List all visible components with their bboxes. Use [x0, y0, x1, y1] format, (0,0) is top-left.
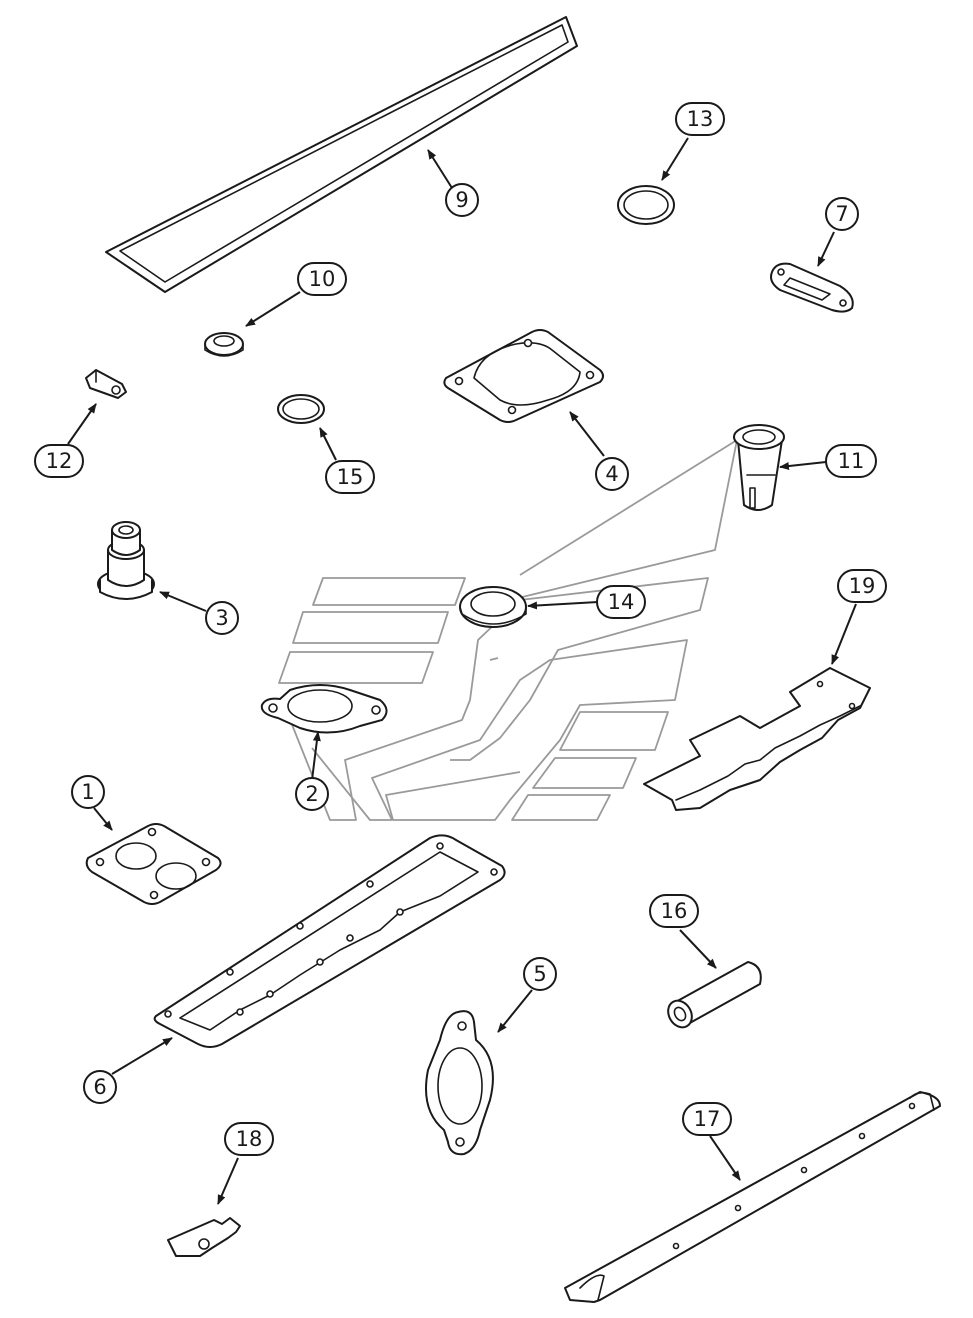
part-19-stepped-gasket: [643, 667, 871, 811]
callout-3: 3: [205, 601, 239, 635]
part-1-two-hole-gasket: [85, 823, 222, 905]
svg-text:9: 9: [455, 188, 468, 212]
svg-text:10: 10: [309, 267, 336, 291]
part-14-round-seal: [459, 586, 527, 628]
svg-text:3: 3: [215, 606, 228, 630]
callout-6: 6: [83, 1070, 117, 1104]
svg-text:15: 15: [337, 465, 364, 489]
part-18-clip: [167, 1217, 241, 1257]
svg-text:11: 11: [838, 449, 865, 473]
part-13-o-ring: [617, 185, 675, 225]
svg-text:6: 6: [93, 1075, 106, 1099]
callout-11: 11: [825, 444, 877, 478]
callout-9: 9: [445, 183, 479, 217]
svg-text:2: 2: [305, 782, 318, 806]
svg-text:16: 16: [661, 899, 688, 923]
part-10-washer: [204, 332, 244, 357]
svg-text:14: 14: [608, 590, 635, 614]
svg-text:4: 4: [605, 462, 618, 486]
callout-19: 19: [837, 569, 887, 603]
svg-text:19: 19: [849, 574, 876, 598]
callout-7: 7: [825, 197, 859, 231]
svg-text:18: 18: [236, 1127, 263, 1151]
part-16-dowel-pin: [667, 961, 762, 1029]
svg-text:5: 5: [533, 962, 546, 986]
part-17-long-rail: [564, 1091, 941, 1303]
callout-16: 16: [649, 894, 699, 928]
part-4-square-gasket: [443, 329, 604, 423]
part-11-tube: [733, 424, 785, 511]
callout-5: 5: [523, 957, 557, 991]
callout-17: 17: [682, 1102, 732, 1136]
svg-text:1: 1: [81, 780, 94, 804]
callout-10: 10: [297, 262, 347, 296]
callout-4: 4: [595, 457, 629, 491]
part-3-plug: [97, 521, 155, 600]
leader-lines: [67, 137, 857, 1205]
svg-text:12: 12: [46, 449, 73, 473]
part-6-manifold-gasket: [153, 834, 506, 1048]
callout-14: 14: [596, 585, 646, 619]
part-2-flange-gasket: [260, 684, 388, 734]
svg-text:17: 17: [694, 1107, 721, 1131]
part-5-offset-gasket: [425, 1010, 494, 1156]
part-15-o-ring: [277, 394, 325, 424]
part-7-flange-gasket: [770, 262, 854, 313]
housing-ghost-outline: [278, 439, 738, 821]
callout-1: 1: [71, 775, 105, 809]
callout-13: 13: [675, 102, 725, 136]
part-12-clip: [85, 369, 127, 399]
svg-text:13: 13: [687, 107, 714, 131]
callout-2: 2: [295, 777, 329, 811]
callout-18: 18: [224, 1122, 274, 1156]
callout-15: 15: [325, 460, 375, 494]
callout-12: 12: [34, 444, 84, 478]
svg-text:7: 7: [835, 202, 848, 226]
part-9-long-gasket: [105, 16, 578, 293]
